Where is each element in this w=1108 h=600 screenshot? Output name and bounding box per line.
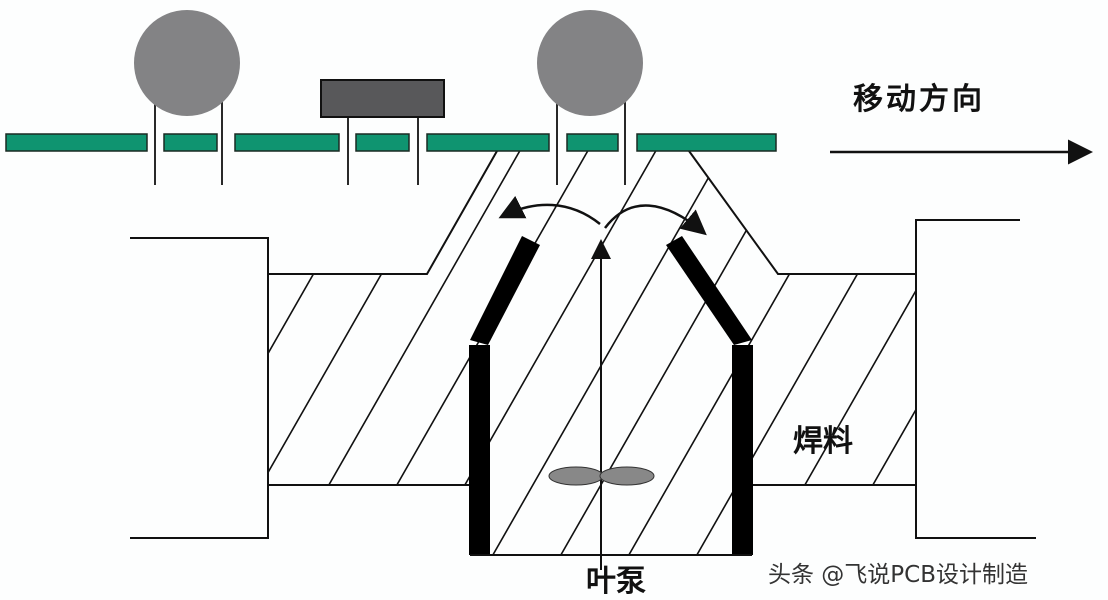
pump-label: 叶泵: [586, 564, 646, 599]
rect-component: [320, 79, 445, 118]
solder-wave-outline: [268, 150, 498, 275]
solder-wave-outline-right: [688, 150, 916, 275]
hatch-line: [966, 140, 1108, 560]
hatch-line: [1102, 140, 1108, 560]
round-component-2: [537, 10, 643, 116]
tank-left: [130, 237, 269, 539]
hatch-line: [268, 151, 459, 555]
hatch-line: [829, 151, 916, 555]
solder-label: 焊料: [793, 424, 853, 459]
hatch-line: [268, 151, 391, 555]
flow-arrow-right: [604, 204, 707, 236]
round-component-1: [134, 10, 240, 116]
hatch-line: [489, 151, 731, 555]
direction-label: 移动方向: [853, 82, 985, 117]
hatch-line: [1034, 140, 1108, 560]
watermark: 头条 @飞说PCB设计制造: [768, 562, 1029, 588]
impeller-blade-right: [599, 466, 655, 486]
hatch-line: [421, 151, 663, 555]
solder-hatch: [268, 140, 1108, 560]
hatch-line: [761, 151, 916, 555]
hatch-line: [557, 151, 799, 555]
hatch-line: [897, 151, 916, 555]
hatch-line: [693, 151, 916, 555]
nozzle: [469, 236, 753, 555]
component-leads: [154, 99, 626, 185]
impeller-blade-left: [548, 466, 604, 486]
flow-arrow-left: [498, 195, 601, 225]
tank-right: [915, 219, 1036, 539]
pcb-board: [5, 133, 777, 152]
